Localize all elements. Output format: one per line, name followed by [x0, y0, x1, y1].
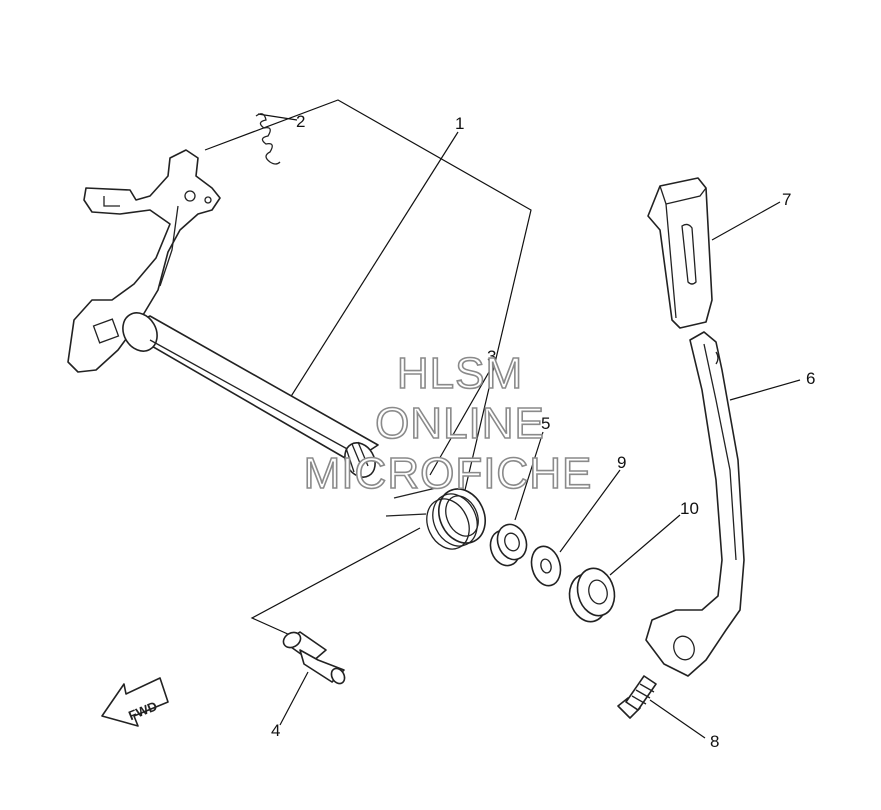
callout-7: 7 [782, 190, 791, 209]
watermark-line-2: ONLINE [375, 399, 545, 448]
shift-shaft-part-1 [67, 149, 379, 478]
leader-4 [279, 671, 309, 726]
watermark-line-1: HLSM [397, 349, 523, 398]
callout-3: 3 [487, 347, 496, 366]
leader-1 [289, 131, 459, 399]
stopper-pin-part-4 [282, 631, 346, 685]
callout-5: 5 [541, 414, 550, 433]
callout-6: 6 [806, 369, 815, 388]
leader-5 [514, 431, 544, 521]
leader-2-bracket [204, 99, 532, 491]
callout-10: 10 [680, 499, 699, 518]
callout-4: 4 [271, 721, 280, 740]
callout-9: 9 [617, 453, 626, 472]
callout-8: 8 [710, 732, 719, 751]
watermark-line-3: MICROFICHE [304, 449, 593, 498]
leader-10 [609, 514, 681, 576]
forward-direction-arrow: FWD [101, 677, 169, 727]
watermark: HLSM ONLINE MICROFICHE [303, 348, 593, 499]
callout-numbers: 1 2 3 4 5 6 7 8 9 10 [271, 112, 815, 751]
bolt-part-8 [617, 675, 657, 719]
callout-1: 1 [455, 114, 464, 133]
washer-part-9 [530, 545, 562, 587]
collar-part-5 [489, 523, 528, 567]
shift-pedal-part-6 [645, 331, 745, 677]
leader-9 [559, 469, 621, 553]
torsion-spring-part-3 [385, 487, 486, 550]
pedal-rubber-part-7 [647, 177, 713, 329]
leader-lines [204, 99, 801, 739]
leader-4-bracket [250, 527, 421, 636]
leader-8 [649, 699, 706, 739]
spring-part-2 [255, 113, 281, 165]
leader-6 [729, 379, 801, 401]
callout-2: 2 [296, 112, 305, 131]
leader-3 [429, 364, 494, 476]
oil-seal-part-10 [568, 567, 616, 623]
leader-7 [711, 201, 781, 241]
